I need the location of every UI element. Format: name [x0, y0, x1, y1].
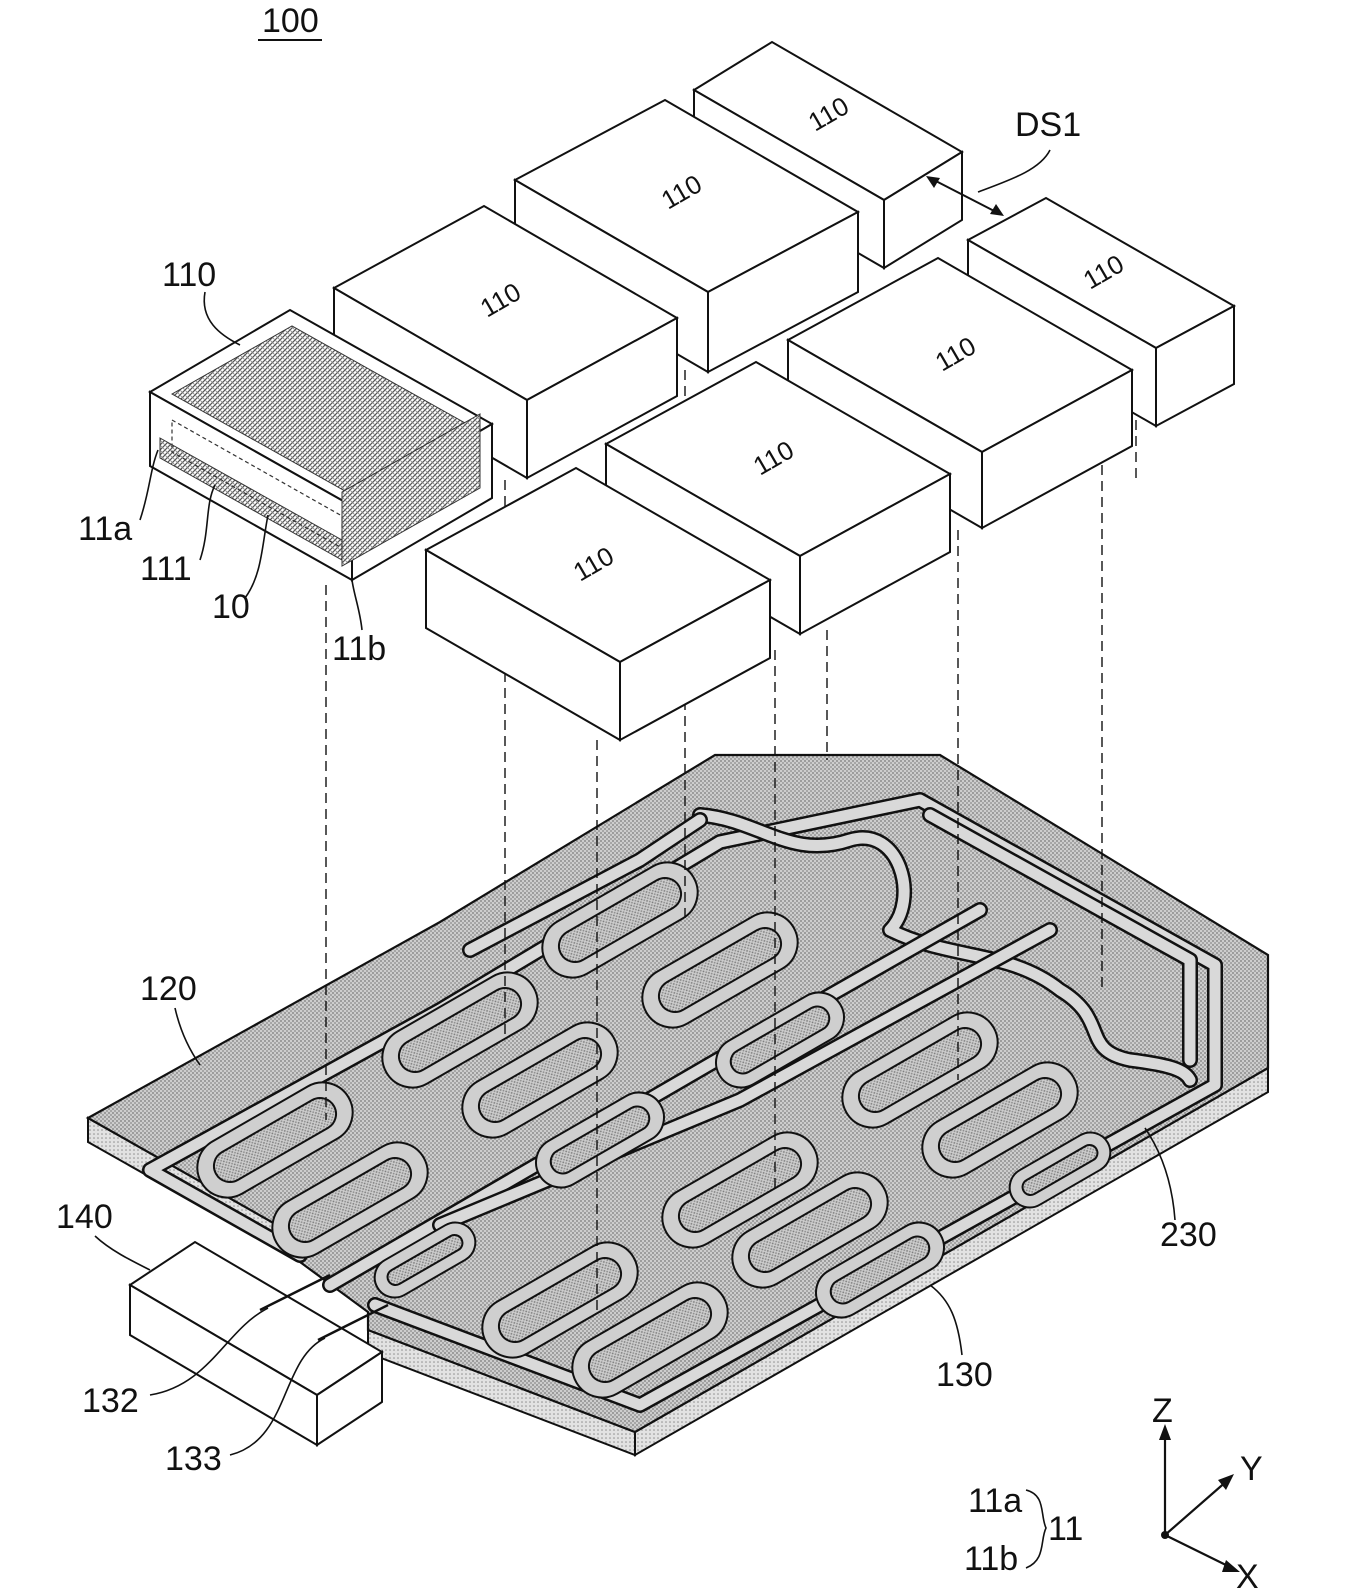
label-face-b: 11b: [332, 630, 386, 668]
label-boundary: 230: [1160, 1216, 1217, 1254]
label-inlet: 132: [82, 1382, 139, 1420]
legend-face-b: 11b: [964, 1540, 1018, 1578]
axis-x-label: X: [1236, 1558, 1259, 1589]
label-manifold: 140: [56, 1198, 113, 1236]
label-case: 111: [140, 550, 192, 588]
label-outlet: 133: [165, 1440, 222, 1478]
label-module: 110: [162, 256, 216, 294]
label-face-a: 11a: [78, 510, 132, 548]
spacing-label: DS1: [1015, 106, 1081, 144]
figure-number: 100: [262, 2, 319, 40]
label-cell-stack: 10: [212, 588, 250, 626]
axis-indicator: Z Y X: [1152, 1392, 1263, 1589]
label-channel: 130: [936, 1356, 993, 1394]
face-legend: 11a 11b 11: [964, 1482, 1083, 1578]
label-cooling-plate: 120: [140, 970, 197, 1008]
legend-face-a: 11a: [968, 1482, 1022, 1520]
legend-group: 11: [1048, 1510, 1083, 1548]
axis-z-label: Z: [1152, 1392, 1173, 1430]
axis-y-label: Y: [1240, 1450, 1263, 1488]
